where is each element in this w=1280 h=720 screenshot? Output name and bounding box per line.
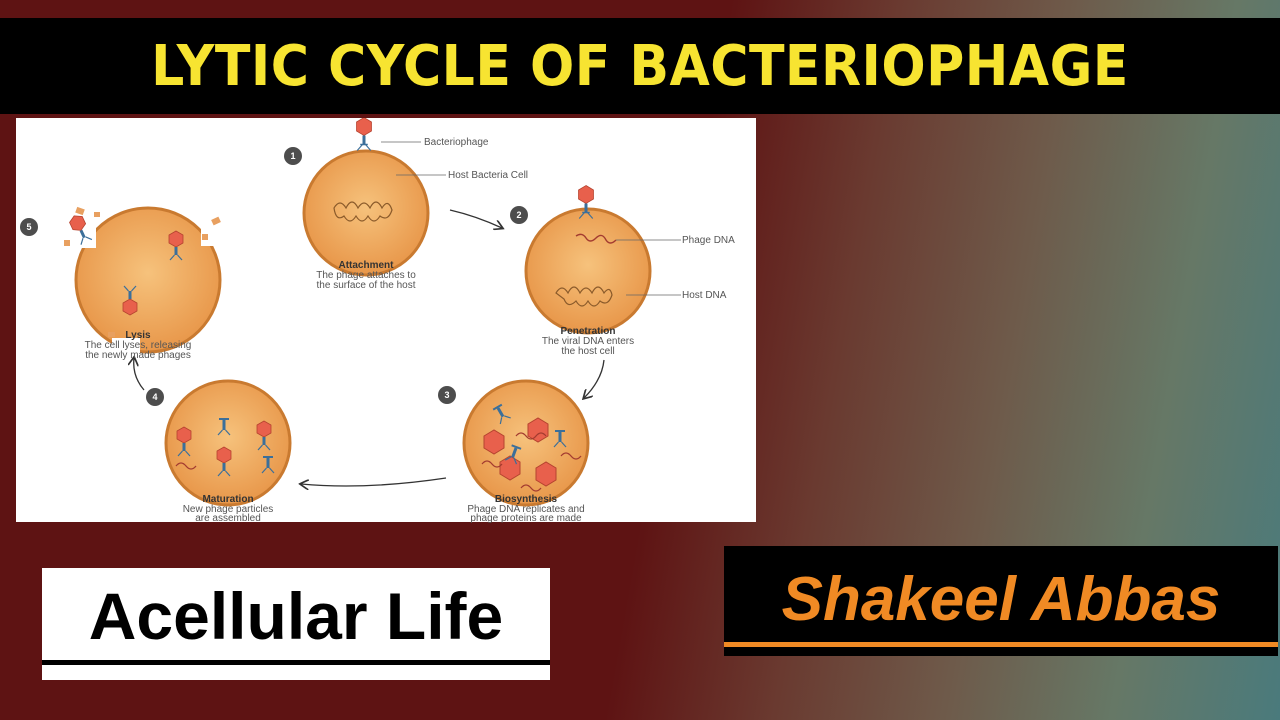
diagram-graphic: [64, 118, 681, 507]
arrow-2-to-3: [584, 359, 605, 398]
lytic-cycle-diagram: Bacteriophage Host Bacteria Cell Phage D…: [16, 118, 756, 524]
label-host-dna: Host DNA: [682, 290, 727, 301]
stage-5-desc-line1: The cell lyses, releasing: [84, 340, 192, 351]
author-box: Shakeel Abbas: [724, 546, 1278, 656]
arrow-4-to-5: [134, 358, 145, 391]
stage-4-desc-line1: New phage particles: [182, 504, 274, 515]
author-name: Shakeel Abbas: [781, 565, 1221, 634]
stage-5-desc-line2: the newly made phages: [85, 350, 191, 361]
label-phage-dna: Phage DNA: [682, 235, 735, 246]
arrow-1-to-2: [449, 209, 502, 228]
stage-number-1: 1: [284, 147, 302, 165]
stage-2-desc-line1: The viral DNA enters: [541, 336, 635, 347]
stage-number-5: 5: [20, 218, 38, 236]
stage-1-desc-line2: the surface of the host: [316, 280, 416, 291]
stage-5-title: Lysis: [125, 330, 151, 341]
author-underline: [724, 642, 1278, 647]
stage-3-cell: [462, 379, 590, 507]
title-bar: [0, 18, 1280, 114]
arrow-3-to-4: [301, 477, 447, 486]
topic-label: Acellular Life: [88, 579, 504, 653]
stage-1-title: Attachment: [338, 260, 394, 271]
stage-4-desc-line2: are assembled: [195, 513, 261, 524]
stage-4-title: Maturation: [202, 494, 254, 505]
stage-4-cell: [164, 379, 292, 507]
stage-2-title: Penetration: [560, 326, 616, 337]
stage-5-cell: [64, 206, 231, 354]
page-title: LYTIC CYCLE OF BACTERIOPHAGE: [151, 34, 1129, 99]
stage-1-desc-line1: The phage attaches to: [316, 270, 416, 281]
stage-number-2: 2: [510, 206, 528, 224]
stage-3-desc-line2: phage proteins are made: [470, 513, 582, 524]
topic-box: Acellular Life: [42, 568, 550, 680]
stage-2-desc-line2: the host cell: [561, 346, 615, 357]
label-host-cell: Host Bacteria Cell: [448, 170, 529, 181]
topic-underline: [42, 660, 550, 665]
stage-2-cell: [524, 184, 681, 335]
stage-3-title: Biosynthesis: [494, 494, 558, 505]
label-bacteriophage: Bacteriophage: [424, 137, 489, 148]
stage-1-cell: [302, 118, 446, 277]
stage-3-desc-line1: Phage DNA replicates and: [467, 504, 585, 515]
stage-number-3: 3: [438, 386, 456, 404]
stage-number-4: 4: [146, 388, 164, 406]
